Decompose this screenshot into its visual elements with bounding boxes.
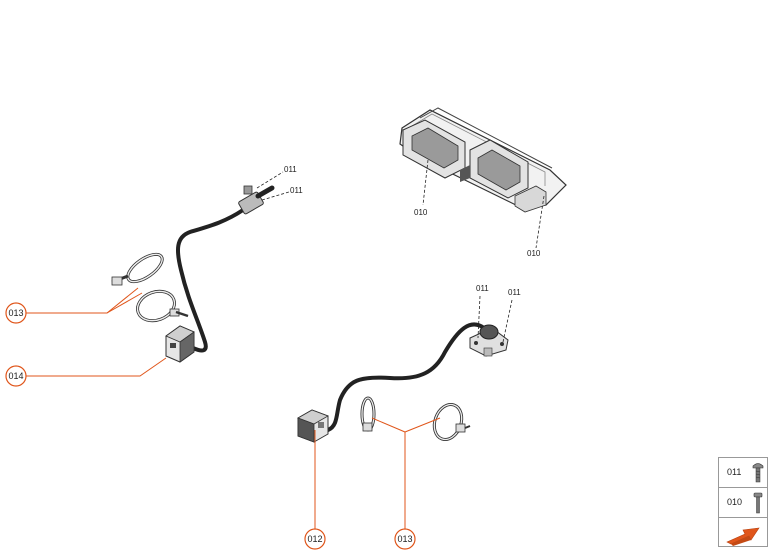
legend-label-011: 011 [727,467,742,477]
ref-011-c: 011 [476,284,489,293]
ref-010-b: 010 [527,249,541,258]
callout-leaders [26,287,441,530]
callout-012[interactable]: 012 [304,528,326,550]
callout-013-bottom[interactable]: 013 [394,528,416,550]
svg-text:013: 013 [397,534,412,544]
plug-012 [297,409,329,443]
callout-013-left[interactable]: 013 [5,302,27,324]
control-unit: 010 010 [399,107,567,258]
navigation-arrow-icon[interactable] [725,522,763,546]
legend-row-011[interactable]: 011 [719,458,767,488]
legend-row-navigation[interactable] [719,518,767,548]
sensor-flange [469,324,509,357]
svg-text:013: 013 [8,308,23,318]
legend-row-010[interactable]: 010 [719,488,767,518]
ref-010-a: 010 [414,208,428,217]
fastener-legend: 011 010 [718,457,768,547]
right-sensor-harness: 011 011 [297,284,521,443]
legend-label-010: 010 [727,497,743,507]
cable-tie-1 [111,252,164,286]
ref-011-b: 011 [290,186,303,195]
left-sensor-harness: 011 011 [111,165,303,363]
ref-011-a: 011 [284,165,297,174]
top-connector [238,185,275,215]
ref-011-d: 011 [508,288,521,297]
svg-text:014: 014 [8,371,23,381]
bolt-icon [753,492,763,514]
cable-tie-4 [432,403,471,441]
left-cable [175,208,245,353]
screw-icon [752,463,764,483]
callout-014[interactable]: 014 [5,365,27,387]
cable-tie-3 [360,396,376,432]
right-cable [326,322,486,432]
plug-014 [165,325,195,363]
cable-tie-2 [136,289,189,323]
svg-text:012: 012 [307,534,322,544]
